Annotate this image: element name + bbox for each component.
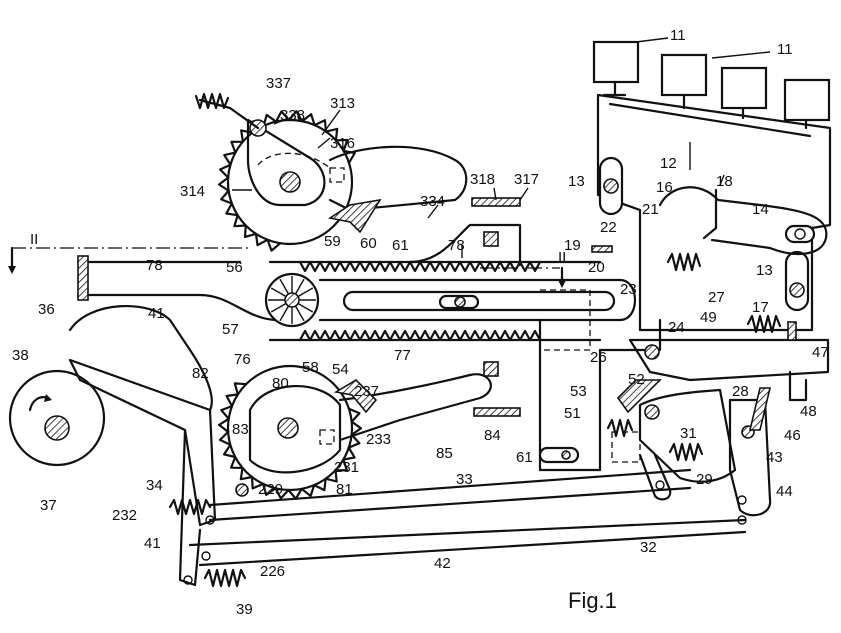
label-39: 39 (236, 601, 253, 618)
pinion-spokes (268, 276, 316, 324)
label-34: 34 (146, 477, 163, 494)
springs (168, 252, 782, 588)
label-229: 229 (258, 481, 283, 498)
label-20: 20 (588, 259, 605, 276)
label-84: 84 (484, 427, 501, 444)
label-13: 13 (756, 262, 773, 279)
label-83: 83 (232, 421, 249, 438)
label-314: 314 (180, 183, 205, 200)
leader-lines (232, 37, 771, 258)
label-42: 42 (434, 555, 451, 572)
label-36: 36 (38, 301, 55, 318)
label-60: 60 (360, 235, 377, 252)
reference-labels: 11 11 12 13 13 14 16 17 18 19 20 21 22 2… (12, 27, 829, 618)
label-78: 78 (146, 257, 163, 274)
label-57: 57 (222, 321, 239, 338)
label-22: 22 (600, 219, 617, 236)
label-56: 56 (226, 259, 243, 276)
frame-34 (68, 305, 249, 587)
label-19: 19 (564, 237, 581, 254)
label-26: 26 (590, 349, 607, 366)
label-27: 27 (708, 289, 725, 306)
linkage-47 (628, 321, 830, 402)
label-231: 231 (334, 459, 359, 476)
label-24: 24 (668, 319, 685, 336)
label-78: 78 (448, 237, 465, 254)
rack-teeth (298, 329, 542, 342)
label-237: 237 (354, 383, 379, 400)
hatched-stops (327, 197, 662, 417)
label-21: 21 (642, 201, 659, 218)
label-31: 31 (680, 425, 697, 442)
bar-78 (76, 223, 522, 322)
label-41: 41 (144, 535, 161, 552)
slide-26 (538, 289, 662, 472)
label-313: 313 (330, 95, 355, 112)
label-38: 38 (12, 347, 29, 364)
section-marker: II (558, 249, 566, 266)
label-43: 43 (766, 449, 783, 466)
label-232: 232 (112, 507, 137, 524)
label-77: 77 (394, 347, 411, 364)
spring-upper (194, 92, 230, 110)
label-14: 14 (752, 201, 769, 218)
label-28: 28 (732, 383, 749, 400)
ratchet-wheel-313 (198, 98, 468, 252)
label-61: 61 (392, 237, 409, 254)
bottom-bars (188, 468, 747, 567)
label-58: 58 (302, 359, 319, 376)
label-59: 59 (324, 233, 341, 250)
label-13: 13 (568, 173, 585, 190)
label-54: 54 (332, 361, 349, 378)
label-226: 226 (260, 563, 285, 580)
roller-37 (8, 369, 106, 467)
label-317: 317 (514, 171, 539, 188)
label-80: 80 (272, 375, 289, 392)
label-17: 17 (752, 299, 769, 316)
label-32: 32 (640, 539, 657, 556)
label-76: 76 (234, 351, 251, 368)
label-51: 51 (564, 405, 581, 422)
label-82: 82 (192, 365, 209, 382)
key-plate-12 (596, 93, 832, 332)
label-85: 85 (436, 445, 453, 462)
label-48: 48 (800, 403, 817, 420)
label-338: 338 (280, 107, 305, 124)
lever-43 (728, 387, 772, 517)
label-29: 29 (696, 471, 713, 488)
key-buttons (592, 40, 831, 130)
rack-teeth (298, 260, 542, 273)
label-11: 11 (670, 27, 686, 44)
label-33: 33 (456, 471, 473, 488)
label-53: 53 (570, 383, 587, 400)
section-marker: II (30, 231, 38, 248)
label-18: 18 (716, 173, 733, 190)
label-61: 61 (516, 449, 533, 466)
rack-bars (268, 260, 636, 342)
label-47: 47 (812, 344, 829, 361)
section-line (8, 246, 566, 288)
label-81: 81 (336, 481, 353, 498)
label-12: 12 (660, 155, 677, 172)
pinion-56 (264, 272, 320, 328)
label-49: 49 (700, 309, 717, 326)
label-46: 46 (784, 427, 801, 444)
label-23: 23 (620, 281, 637, 298)
label-44: 44 (776, 483, 793, 500)
label-318: 318 (470, 171, 495, 188)
label-334: 334 (420, 193, 445, 210)
label-52: 52 (628, 371, 645, 388)
figure-caption: Fig.1 (568, 588, 617, 613)
label-16: 16 (656, 179, 673, 196)
label-11: 11 (777, 41, 793, 58)
label-316: 316 (330, 135, 355, 152)
label-337: 337 (266, 75, 291, 92)
label-233: 233 (366, 431, 391, 448)
label-41: 41 (148, 305, 165, 322)
label-37: 37 (40, 497, 57, 514)
lever-14 (658, 186, 828, 255)
